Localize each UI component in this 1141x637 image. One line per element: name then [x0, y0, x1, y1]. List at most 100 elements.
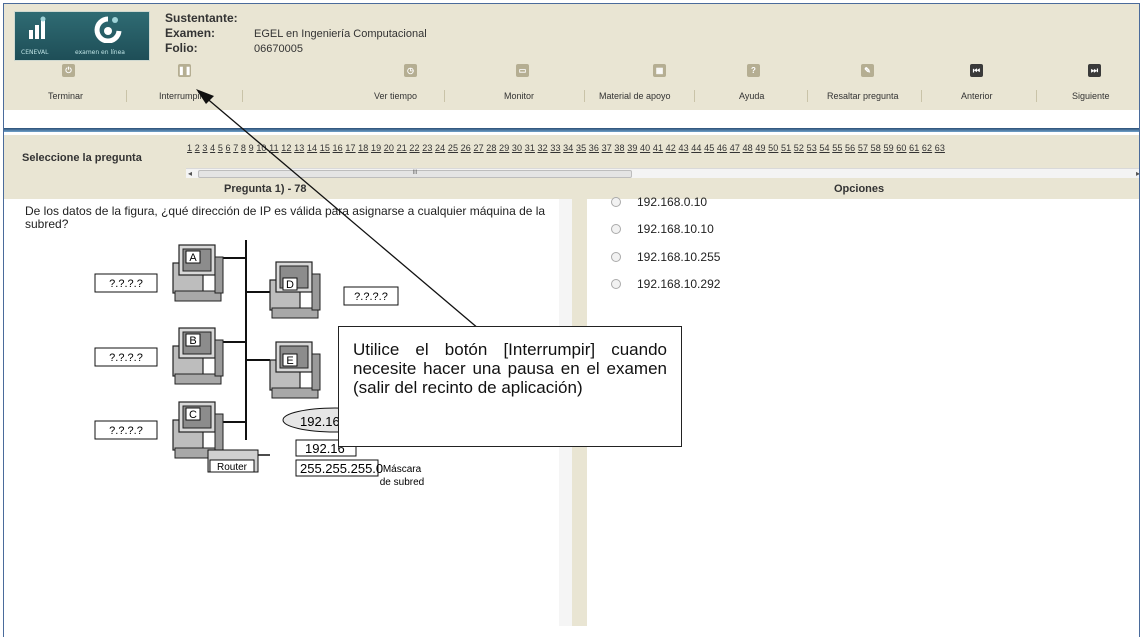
question-link-27[interactable]: 27	[473, 143, 484, 153]
question-link-54[interactable]: 54	[819, 143, 830, 153]
question-link-53[interactable]: 53	[806, 143, 817, 153]
question-link-37[interactable]: 37	[601, 143, 612, 153]
question-link-55[interactable]: 55	[832, 143, 843, 153]
question-list-scrollbar[interactable]: ◂ III ▸	[186, 168, 1140, 178]
ayuda-label: Ayuda	[739, 91, 765, 101]
exam-window: CENEVAL examen en línea Sustentante: Exa…	[3, 3, 1140, 637]
question-link-25[interactable]: 25	[447, 143, 459, 153]
monitor-button[interactable]: ▭ Monitor	[501, 62, 551, 110]
question-link-5[interactable]: 5	[217, 143, 223, 153]
anterior-button[interactable]: ⏮ Anterior	[949, 62, 1009, 110]
question-panel-header: Pregunta 1) - 78	[4, 180, 572, 199]
scroll-left-icon[interactable]: ◂	[188, 169, 193, 178]
question-link-59[interactable]: 59	[883, 143, 894, 153]
question-link-38[interactable]: 38	[614, 143, 625, 153]
router-label: Router	[217, 462, 248, 473]
computer-e: E	[269, 341, 321, 399]
question-link-19[interactable]: 19	[370, 143, 382, 153]
question-link-47[interactable]: 47	[729, 143, 740, 153]
question-link-23[interactable]: 23	[422, 143, 433, 153]
toolbar-separator	[242, 90, 243, 102]
question-link-49[interactable]: 49	[755, 143, 766, 153]
question-link-58[interactable]: 58	[870, 143, 881, 153]
question-link-12[interactable]: 12	[281, 143, 292, 153]
option-1[interactable]: 192.168.0.10	[611, 195, 707, 209]
header: CENEVAL examen en línea Sustentante: Exa…	[4, 4, 1139, 62]
question-link-43[interactable]: 43	[678, 143, 689, 153]
question-link-35[interactable]: 35	[575, 143, 587, 153]
question-link-41[interactable]: 41	[652, 143, 664, 153]
question-link-24[interactable]: 24	[435, 143, 446, 153]
resaltar-pregunta-button[interactable]: ✎ Resaltar pregunta	[824, 62, 914, 110]
question-link-45[interactable]: 45	[704, 143, 715, 153]
question-link-50[interactable]: 50	[768, 143, 779, 153]
siguiente-button[interactable]: ⏭ Siguiente	[1064, 62, 1124, 110]
question-link-14[interactable]: 14	[306, 143, 318, 153]
question-link-42[interactable]: 42	[665, 143, 676, 153]
option-1-radio[interactable]	[611, 197, 621, 207]
ver-tiempo-button[interactable]: ◷ Ver tiempo	[374, 62, 424, 110]
question-link-7[interactable]: 7	[233, 143, 239, 153]
question-link-44[interactable]: 44	[691, 143, 702, 153]
scroll-right-icon[interactable]: ▸	[1135, 169, 1140, 178]
question-link-48[interactable]: 48	[742, 143, 753, 153]
question-link-56[interactable]: 56	[845, 143, 856, 153]
interrumpir-button[interactable]: ❚❚ Interrumpir	[159, 62, 209, 110]
resaltar-pregunta-label: Resaltar pregunta	[827, 91, 899, 101]
question-link-8[interactable]: 8	[240, 143, 247, 153]
scrollbar-thumb[interactable]: III	[198, 170, 632, 178]
ayuda-button[interactable]: ? Ayuda	[732, 62, 782, 110]
question-link-28[interactable]: 28	[486, 143, 497, 153]
ver-tiempo-label: Ver tiempo	[374, 91, 418, 101]
question-link-34[interactable]: 34	[563, 143, 574, 153]
question-link-10[interactable]: 10	[256, 143, 267, 153]
question-link-2[interactable]: 2	[194, 143, 200, 153]
question-link-4[interactable]: 4	[210, 143, 216, 153]
question-link-26[interactable]: 26	[460, 143, 471, 153]
option-4[interactable]: 192.168.10.292	[611, 277, 720, 291]
question-link-31[interactable]: 31	[524, 143, 535, 153]
material-de-apoyo-button[interactable]: ▦ Material de apoyo	[599, 62, 689, 110]
question-link-33[interactable]: 33	[550, 143, 561, 153]
question-link-62[interactable]: 62	[921, 143, 933, 153]
question-link-30[interactable]: 30	[511, 143, 523, 153]
question-link-16[interactable]: 16	[332, 143, 343, 153]
question-link-1[interactable]: 1	[187, 143, 193, 153]
question-link-36[interactable]: 36	[588, 143, 599, 153]
question-link-60[interactable]: 60	[896, 143, 907, 153]
question-link-17[interactable]: 17	[345, 143, 356, 153]
question-link-52[interactable]: 52	[793, 143, 804, 153]
question-link-61[interactable]: 61	[909, 143, 920, 153]
question-link-20[interactable]: 20	[383, 143, 394, 153]
question-link-6[interactable]: 6	[225, 143, 231, 153]
question-link-57[interactable]: 57	[857, 143, 869, 153]
material-de-apoyo-label: Material de apoyo	[599, 91, 671, 101]
question-text: De los datos de la figura, ¿qué direcció…	[25, 204, 546, 231]
highlight-icon: ✎	[861, 64, 874, 77]
question-link-46[interactable]: 46	[716, 143, 728, 153]
network-address: 192.16	[300, 414, 340, 429]
question-link-40[interactable]: 40	[640, 143, 651, 153]
question-link-18[interactable]: 18	[358, 143, 369, 153]
question-link-32[interactable]: 32	[537, 143, 548, 153]
question-link-13[interactable]: 13	[294, 143, 305, 153]
question-link-39[interactable]: 39	[627, 143, 638, 153]
option-2[interactable]: 192.168.10.10	[611, 222, 714, 236]
question-link-9[interactable]: 9	[248, 143, 254, 153]
question-link-29[interactable]: 29	[499, 143, 510, 153]
question-link-22[interactable]: 22	[409, 143, 420, 153]
question-link-63[interactable]: 63	[934, 143, 945, 153]
option-4-radio[interactable]	[611, 279, 621, 289]
question-link-21[interactable]: 21	[396, 143, 407, 153]
select-question-label: Seleccione la pregunta	[22, 152, 142, 164]
question-link-15[interactable]: 15	[319, 143, 330, 153]
question-link-11[interactable]: 11	[269, 143, 279, 153]
computer-d: D	[269, 261, 321, 319]
question-link-3[interactable]: 3	[202, 143, 208, 153]
option-2-radio[interactable]	[611, 224, 621, 234]
unknown-ip-c: ?.?.?.?	[109, 425, 143, 437]
option-3-radio[interactable]	[611, 252, 621, 262]
question-link-51[interactable]: 51	[780, 143, 792, 153]
terminar-button[interactable]: ⏻ Terminar	[44, 62, 94, 110]
option-3[interactable]: 192.168.10.255	[611, 250, 720, 264]
